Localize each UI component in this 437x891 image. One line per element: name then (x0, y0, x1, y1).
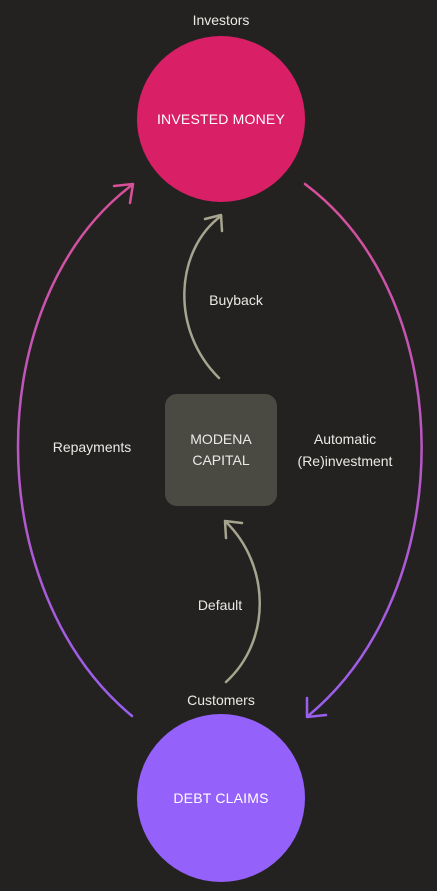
reinvestment-label-line2: (Re)investment (297, 453, 393, 469)
reinvestment-label-line1: Automatic (313, 431, 377, 447)
buyback-label: Buyback (209, 292, 263, 308)
invested-money-node: INVESTED MONEY (137, 36, 305, 202)
customers-label: Customers (187, 692, 255, 708)
reinvestment-arrow (303, 182, 423, 719)
investors-label: Investors (192, 12, 250, 28)
invested-money-label: INVESTED MONEY (156, 111, 286, 127)
default-label: Default (197, 597, 243, 613)
modena-capital-label-line2: CAPITAL (192, 452, 250, 468)
modena-capital-label-line1: MODENA (190, 431, 252, 447)
debt-claims-label: DEBT CLAIMS (173, 790, 269, 806)
modena-capital-node: MODENA CAPITAL (165, 394, 277, 506)
default-arrow (223, 519, 261, 684)
debt-claims-node: DEBT CLAIMS (137, 714, 305, 882)
buyback-arrow (183, 213, 224, 380)
repayments-arrow (16, 182, 135, 718)
repayments-label: Repayments (52, 439, 132, 455)
